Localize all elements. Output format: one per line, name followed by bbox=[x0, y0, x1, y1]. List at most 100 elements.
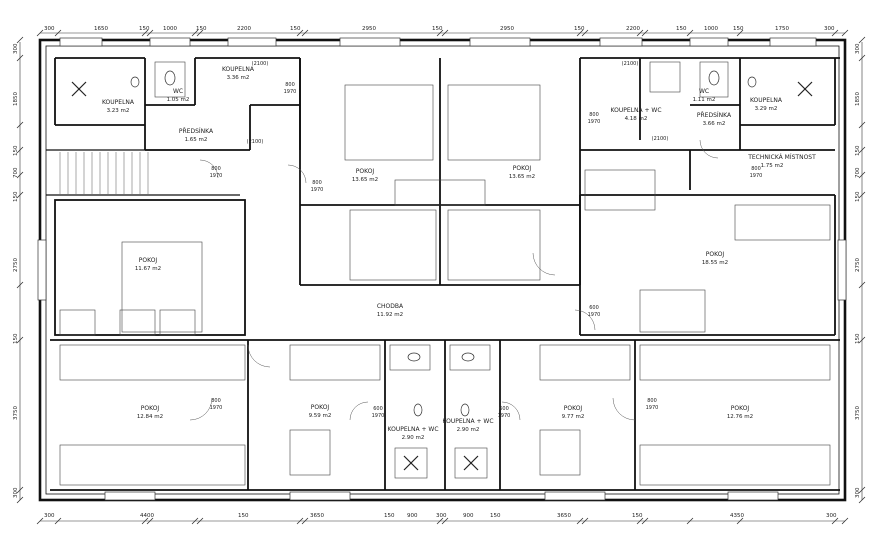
dimension-tick bbox=[641, 517, 649, 525]
dimension-tick bbox=[296, 29, 304, 37]
dim-label: 3750 bbox=[13, 406, 19, 420]
room-area: 3.36 m2 bbox=[227, 75, 250, 81]
dimension-tick bbox=[686, 29, 694, 37]
dimension-tick bbox=[16, 496, 24, 504]
dim-label: 150 bbox=[13, 333, 19, 344]
dim-label: 300 bbox=[13, 487, 19, 498]
dimension-tick bbox=[191, 29, 199, 37]
dimension-tick bbox=[858, 486, 866, 494]
room-name: POKOJ bbox=[356, 168, 375, 175]
room-area: 3.29 m2 bbox=[755, 106, 778, 112]
toilet-icon bbox=[413, 403, 423, 417]
door-width: 800 bbox=[312, 180, 322, 186]
room-labels: KOUPELNA 3.23 m2 WC 1.05 m2 KOUPELNA 3.3… bbox=[102, 66, 816, 441]
room-area: 11.67 m2 bbox=[135, 266, 161, 272]
door-lintel: (2100) bbox=[252, 61, 269, 67]
drain-icon bbox=[403, 455, 419, 471]
interior-walls bbox=[46, 57, 840, 491]
dimension-tick bbox=[831, 29, 839, 37]
dimension-tick bbox=[301, 29, 309, 37]
dimension-tick bbox=[858, 54, 866, 62]
room-area: 9.59 m2 bbox=[309, 413, 332, 419]
dimension-tick bbox=[436, 517, 444, 525]
dimension-ticks bbox=[16, 29, 866, 525]
sink-icon bbox=[407, 352, 421, 362]
toilet-icon bbox=[708, 70, 720, 86]
drain-icon bbox=[797, 81, 813, 97]
room-area: 1.75 m2 bbox=[761, 163, 784, 169]
dim-label: 150 bbox=[855, 333, 861, 344]
dim-label: 150 bbox=[13, 191, 19, 202]
room-name: POKOJ bbox=[311, 404, 330, 411]
dim-label: 4350 bbox=[730, 513, 744, 519]
drain-icon bbox=[71, 81, 87, 97]
room-name: POKOJ bbox=[139, 257, 158, 264]
left-dimensions: 300 1850 150 700 150 2750 150 3750 300 bbox=[13, 43, 19, 498]
dim-label: 300 bbox=[436, 513, 447, 519]
toilet-icon bbox=[460, 403, 470, 417]
dimension-tick bbox=[146, 29, 154, 37]
door-lintel: (2100) bbox=[622, 61, 639, 67]
dim-label: 150 bbox=[432, 26, 443, 32]
dimension-tick bbox=[16, 281, 24, 289]
room-name: CHODBA bbox=[377, 303, 404, 310]
dim-label: 150 bbox=[290, 26, 301, 32]
dim-label: 150 bbox=[238, 513, 249, 519]
dim-label: 3650 bbox=[310, 513, 324, 519]
room-name: WC bbox=[699, 88, 709, 95]
room-area: 1.11 m2 bbox=[693, 97, 716, 103]
dim-label: 1850 bbox=[855, 92, 861, 106]
dim-label: 300 bbox=[826, 513, 837, 519]
dimension-tick bbox=[858, 121, 866, 129]
door-height: 1970 bbox=[750, 173, 763, 179]
room-name: KOUPELNA + WC bbox=[387, 426, 438, 433]
room-area: 18.55 m2 bbox=[702, 260, 728, 266]
door-lintel: (2100) bbox=[652, 136, 669, 142]
dim-label: 150 bbox=[384, 513, 395, 519]
door-height: 1970 bbox=[646, 405, 659, 411]
door-width: 800 bbox=[589, 112, 599, 118]
dimension-tick bbox=[858, 36, 866, 44]
dim-label: 300 bbox=[44, 513, 55, 519]
dim-label: 300 bbox=[824, 26, 835, 32]
dimension-tick bbox=[196, 517, 204, 525]
door-width: 600 bbox=[589, 305, 599, 311]
dimension-tick bbox=[441, 29, 449, 37]
dimension-tick bbox=[841, 29, 849, 37]
top-dimensions: 300 1650 150 1000 150 2200 150 2950 150 … bbox=[44, 26, 835, 32]
windows bbox=[37, 37, 847, 501]
door-height: 1970 bbox=[311, 187, 324, 193]
dimension-tick bbox=[36, 517, 44, 525]
right-dimensions: 300 1850 150 700 150 2750 150 3750 300 bbox=[855, 43, 861, 498]
room-name: PŘEDSÍNKA bbox=[697, 111, 732, 119]
dimension-tick bbox=[141, 29, 149, 37]
dim-label: 150 bbox=[13, 145, 19, 156]
dim-label: 150 bbox=[139, 26, 150, 32]
dimension-tick bbox=[858, 336, 866, 344]
dim-label: 150 bbox=[490, 513, 501, 519]
dim-label: 150 bbox=[733, 26, 744, 32]
dim-label: 150 bbox=[632, 513, 643, 519]
dim-label: 150 bbox=[855, 145, 861, 156]
room-name: KOUPELNA bbox=[222, 66, 255, 73]
door-height: 1970 bbox=[372, 413, 385, 419]
room-name: KOUPELNA bbox=[102, 99, 135, 106]
dim-label: 4400 bbox=[140, 513, 154, 519]
sink-icon bbox=[461, 352, 475, 362]
dim-label: 300 bbox=[855, 43, 861, 54]
room-name: POKOJ bbox=[731, 405, 750, 412]
room-area: 9.77 m2 bbox=[562, 414, 585, 420]
door-width: 800 bbox=[647, 398, 657, 404]
door-height: 1970 bbox=[588, 312, 601, 318]
room-area: 1.65 m2 bbox=[185, 137, 208, 143]
dimension-tick bbox=[858, 146, 866, 154]
dim-label: 150 bbox=[855, 191, 861, 202]
door-height: 1970 bbox=[210, 405, 223, 411]
dimension-tick bbox=[301, 517, 309, 525]
dimension-tick bbox=[196, 29, 204, 37]
dim-label: 2950 bbox=[500, 26, 514, 32]
door-width: 800 bbox=[211, 398, 221, 404]
dim-label: 150 bbox=[574, 26, 585, 32]
dimension-tick bbox=[841, 517, 849, 525]
dimension-tick bbox=[16, 486, 24, 494]
